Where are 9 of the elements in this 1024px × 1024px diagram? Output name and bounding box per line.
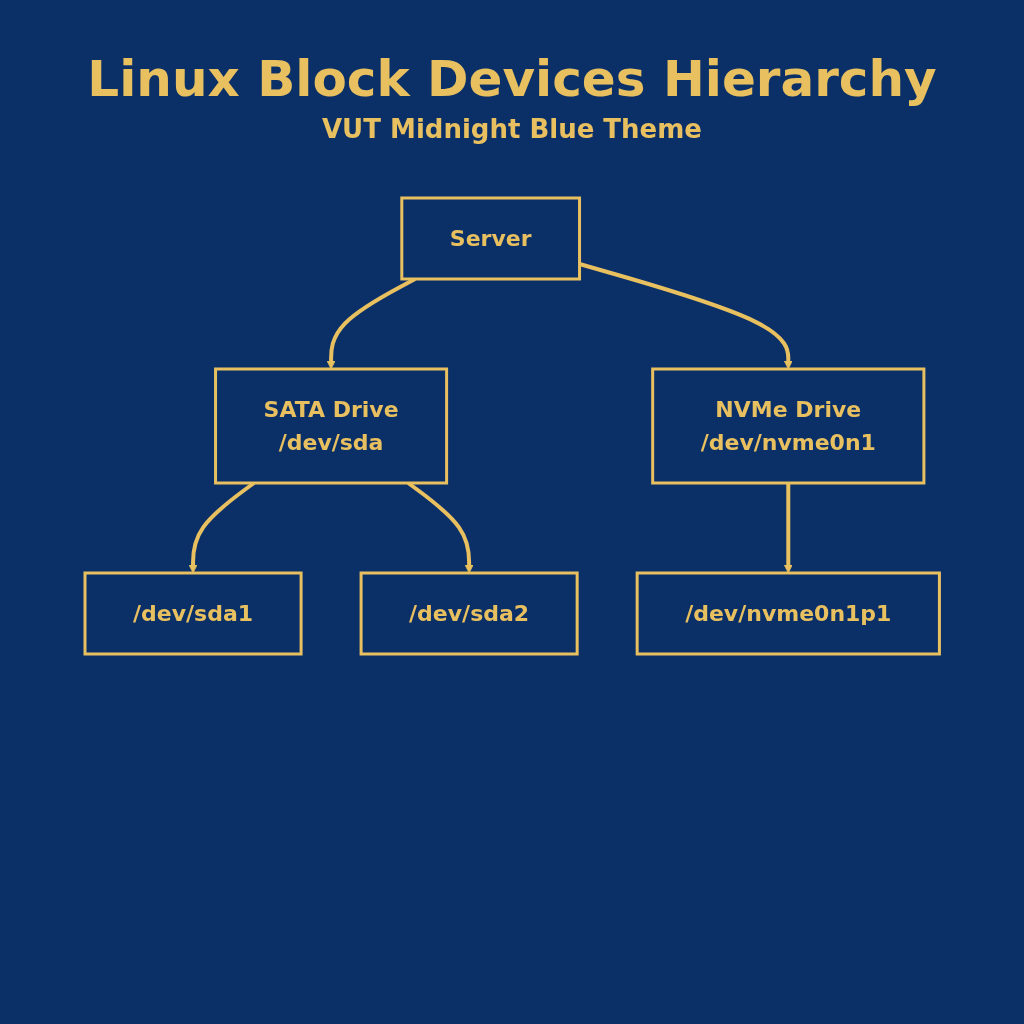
- subtitle: VUT Midnight Blue Theme: [322, 114, 702, 144]
- title: Linux Block Devices Hierarchy: [87, 50, 937, 108]
- arrow: [783, 483, 793, 574]
- node-box: Server: [400, 196, 581, 281]
- node-box: SATA Drive /dev/sda: [213, 367, 448, 485]
- node-box: /dev/sda2: [359, 571, 579, 656]
- node-box: /dev/nvme0n1p1: [635, 571, 941, 656]
- node-box: /dev/sda1: [83, 571, 303, 656]
- node-box: NVMe Drive /dev/nvme0n1: [650, 367, 926, 485]
